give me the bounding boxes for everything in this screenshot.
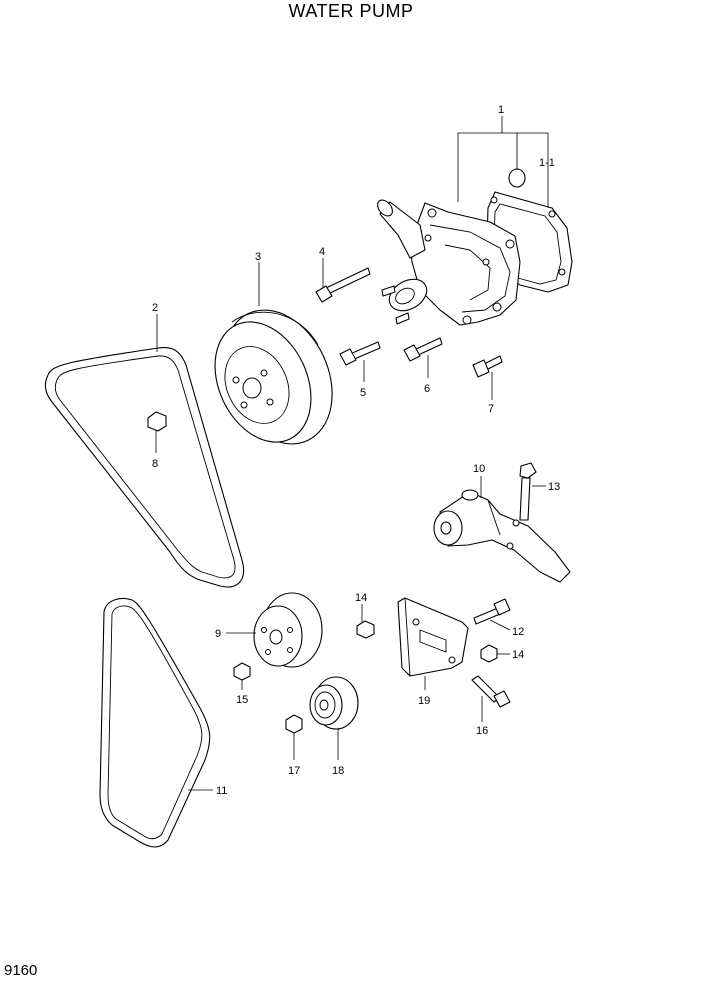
plate-bracket[interactable] — [397, 597, 469, 677]
fan-pulley[interactable] — [196, 292, 352, 461]
bolt-5[interactable] — [339, 341, 381, 366]
callout-2: 2 — [152, 302, 158, 314]
callout-1: 1 — [498, 104, 504, 116]
v-belt-2[interactable] — [44, 346, 244, 588]
callout-9: 9 — [215, 628, 221, 640]
nut-17[interactable] — [285, 714, 303, 734]
idler-bracket[interactable] — [433, 489, 571, 583]
callout-13: 13 — [548, 481, 560, 493]
nut-14-lower[interactable] — [480, 644, 498, 663]
callout-1-1: 1-1 — [539, 157, 555, 169]
bolt-4[interactable] — [315, 267, 371, 303]
callout-3: 3 — [255, 251, 261, 263]
callout-14-upper: 14 — [355, 592, 367, 604]
callout-6: 6 — [424, 383, 430, 395]
v-belt-11[interactable] — [99, 597, 211, 848]
bolt-7[interactable] — [472, 355, 503, 378]
callout-18: 18 — [332, 765, 344, 777]
callout-10: 10 — [473, 463, 485, 475]
nut-8[interactable] — [147, 411, 167, 432]
callout-4: 4 — [319, 246, 325, 258]
callout-7: 7 — [488, 403, 494, 415]
callout-19: 19 — [418, 695, 430, 707]
bolt-12[interactable] — [473, 598, 511, 625]
bolt-13[interactable] — [519, 462, 537, 521]
water-pump[interactable] — [375, 168, 573, 326]
nut-15[interactable] — [233, 662, 251, 681]
callout-17: 17 — [288, 765, 300, 777]
page-number: 9160 — [4, 962, 38, 979]
bolt-16[interactable] — [471, 675, 511, 708]
callout-5: 5 — [360, 387, 366, 399]
callout-8: 8 — [152, 458, 158, 470]
page-title: WATER PUMP — [288, 1, 414, 21]
bolt-6[interactable] — [403, 337, 443, 362]
nut-14-upper[interactable] — [356, 620, 375, 639]
callout-15: 15 — [236, 694, 248, 706]
idler-pulley[interactable] — [309, 676, 359, 730]
callout-12: 12 — [512, 626, 524, 638]
callout-14-lower: 14 — [512, 649, 524, 661]
callout-16: 16 — [476, 725, 488, 737]
crank-pulley[interactable] — [253, 592, 323, 668]
callout-11: 11 — [216, 785, 227, 797]
